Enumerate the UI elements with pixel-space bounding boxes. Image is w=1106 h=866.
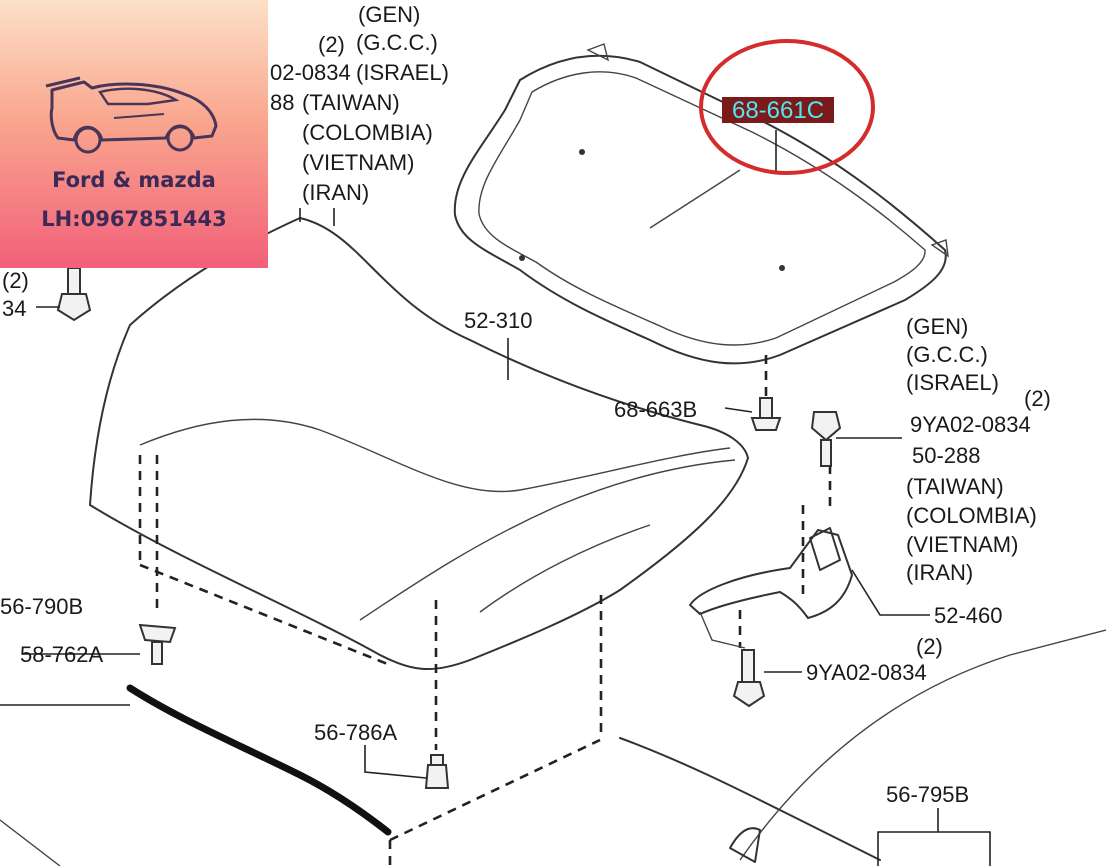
fasteners (56, 267, 842, 789)
label-right-iran: (IRAN) (906, 560, 973, 585)
label-52-310: 52-310 (464, 308, 533, 333)
label-right-colombia: (COLOMBIA) (906, 503, 1037, 528)
label-left-part: 34 (2, 296, 26, 321)
label-top-qty: (2) (318, 32, 345, 57)
label-56-790b: 56-790B (0, 594, 83, 619)
leader-lines (0, 130, 991, 866)
label-lower-qty: (2) (916, 634, 943, 659)
label-lower-bolt: 9YA02-0834 (806, 660, 927, 685)
label-68-663b: 68-663B (614, 397, 697, 422)
highlight-callout: 68-661C (699, 39, 875, 175)
label-68-661c: 68-661C (732, 97, 824, 124)
label-right-taiwan: (TAIWAN) (906, 474, 1004, 499)
label-top-iran: (IRAN) (302, 180, 369, 205)
sports-car-logo-icon (45, 76, 218, 154)
label-top-israel: (ISRAEL) (356, 60, 449, 85)
label-top-gen: (GEN) (358, 2, 420, 27)
brand-name-text: Ford & mazda (52, 168, 216, 192)
label-right-bolt-b: 50-288 (912, 443, 981, 468)
label-top-vietnam: (VIETNAM) (302, 150, 414, 175)
label-left-qty: (2) (2, 268, 29, 293)
insulator-clip-hole (579, 149, 585, 155)
bolt-lower-hinge (732, 649, 766, 708)
label-58-762a: 58-762A (20, 642, 104, 667)
label-right-gcc: (G.C.C.) (906, 342, 988, 367)
hood-insulator (453, 43, 949, 365)
hood-seal (126, 684, 392, 836)
label-right-qty: (2) (1024, 386, 1051, 411)
label-56-786a: 56-786A (314, 720, 398, 745)
brand-contact-text: LH:0967851443 (41, 207, 227, 231)
highlight-circle (699, 39, 875, 175)
insulator-clip-hole (519, 255, 525, 261)
label-group-right: (GEN) (G.C.C.) (ISRAEL) (2) 9YA02-0834 5… (906, 314, 1051, 585)
bumper-56-786a (424, 754, 450, 789)
label-top-gcc: (G.C.C.) (356, 30, 438, 55)
label-top-part-b: 88 (270, 90, 294, 115)
label-56-795b: 56-795B (886, 782, 969, 807)
clip-58-762a (138, 623, 177, 665)
label-group-top: (GEN) (2) (G.C.C.) 02-0834 (ISRAEL) 88 (… (270, 2, 449, 205)
label-top-taiwan: (TAIWAN) (302, 90, 400, 115)
label-top-colombia: (COLOMBIA) (302, 120, 433, 145)
label-right-israel: (ISRAEL) (906, 370, 999, 395)
label-52-460: 52-460 (934, 603, 1003, 628)
bolt-left (56, 267, 92, 322)
label-right-gen: (GEN) (906, 314, 968, 339)
hood-panel (89, 217, 749, 671)
hood-hinge (689, 527, 853, 649)
body-lines (0, 629, 1106, 866)
label-right-vietnam: (VIETNAM) (906, 532, 1018, 557)
highlight-background (722, 97, 834, 123)
insulator-clip-hole (779, 265, 785, 271)
label-top-part-a: 02-0834 (270, 60, 351, 85)
label-right-bolt-a: 9YA02-0834 (910, 412, 1031, 437)
clip-68-663b (750, 397, 782, 431)
bolt-upper-right (810, 411, 842, 467)
alignment-lines (138, 355, 832, 866)
brand-logo-panel: Ford & mazda LH:0967851443 (0, 0, 268, 268)
